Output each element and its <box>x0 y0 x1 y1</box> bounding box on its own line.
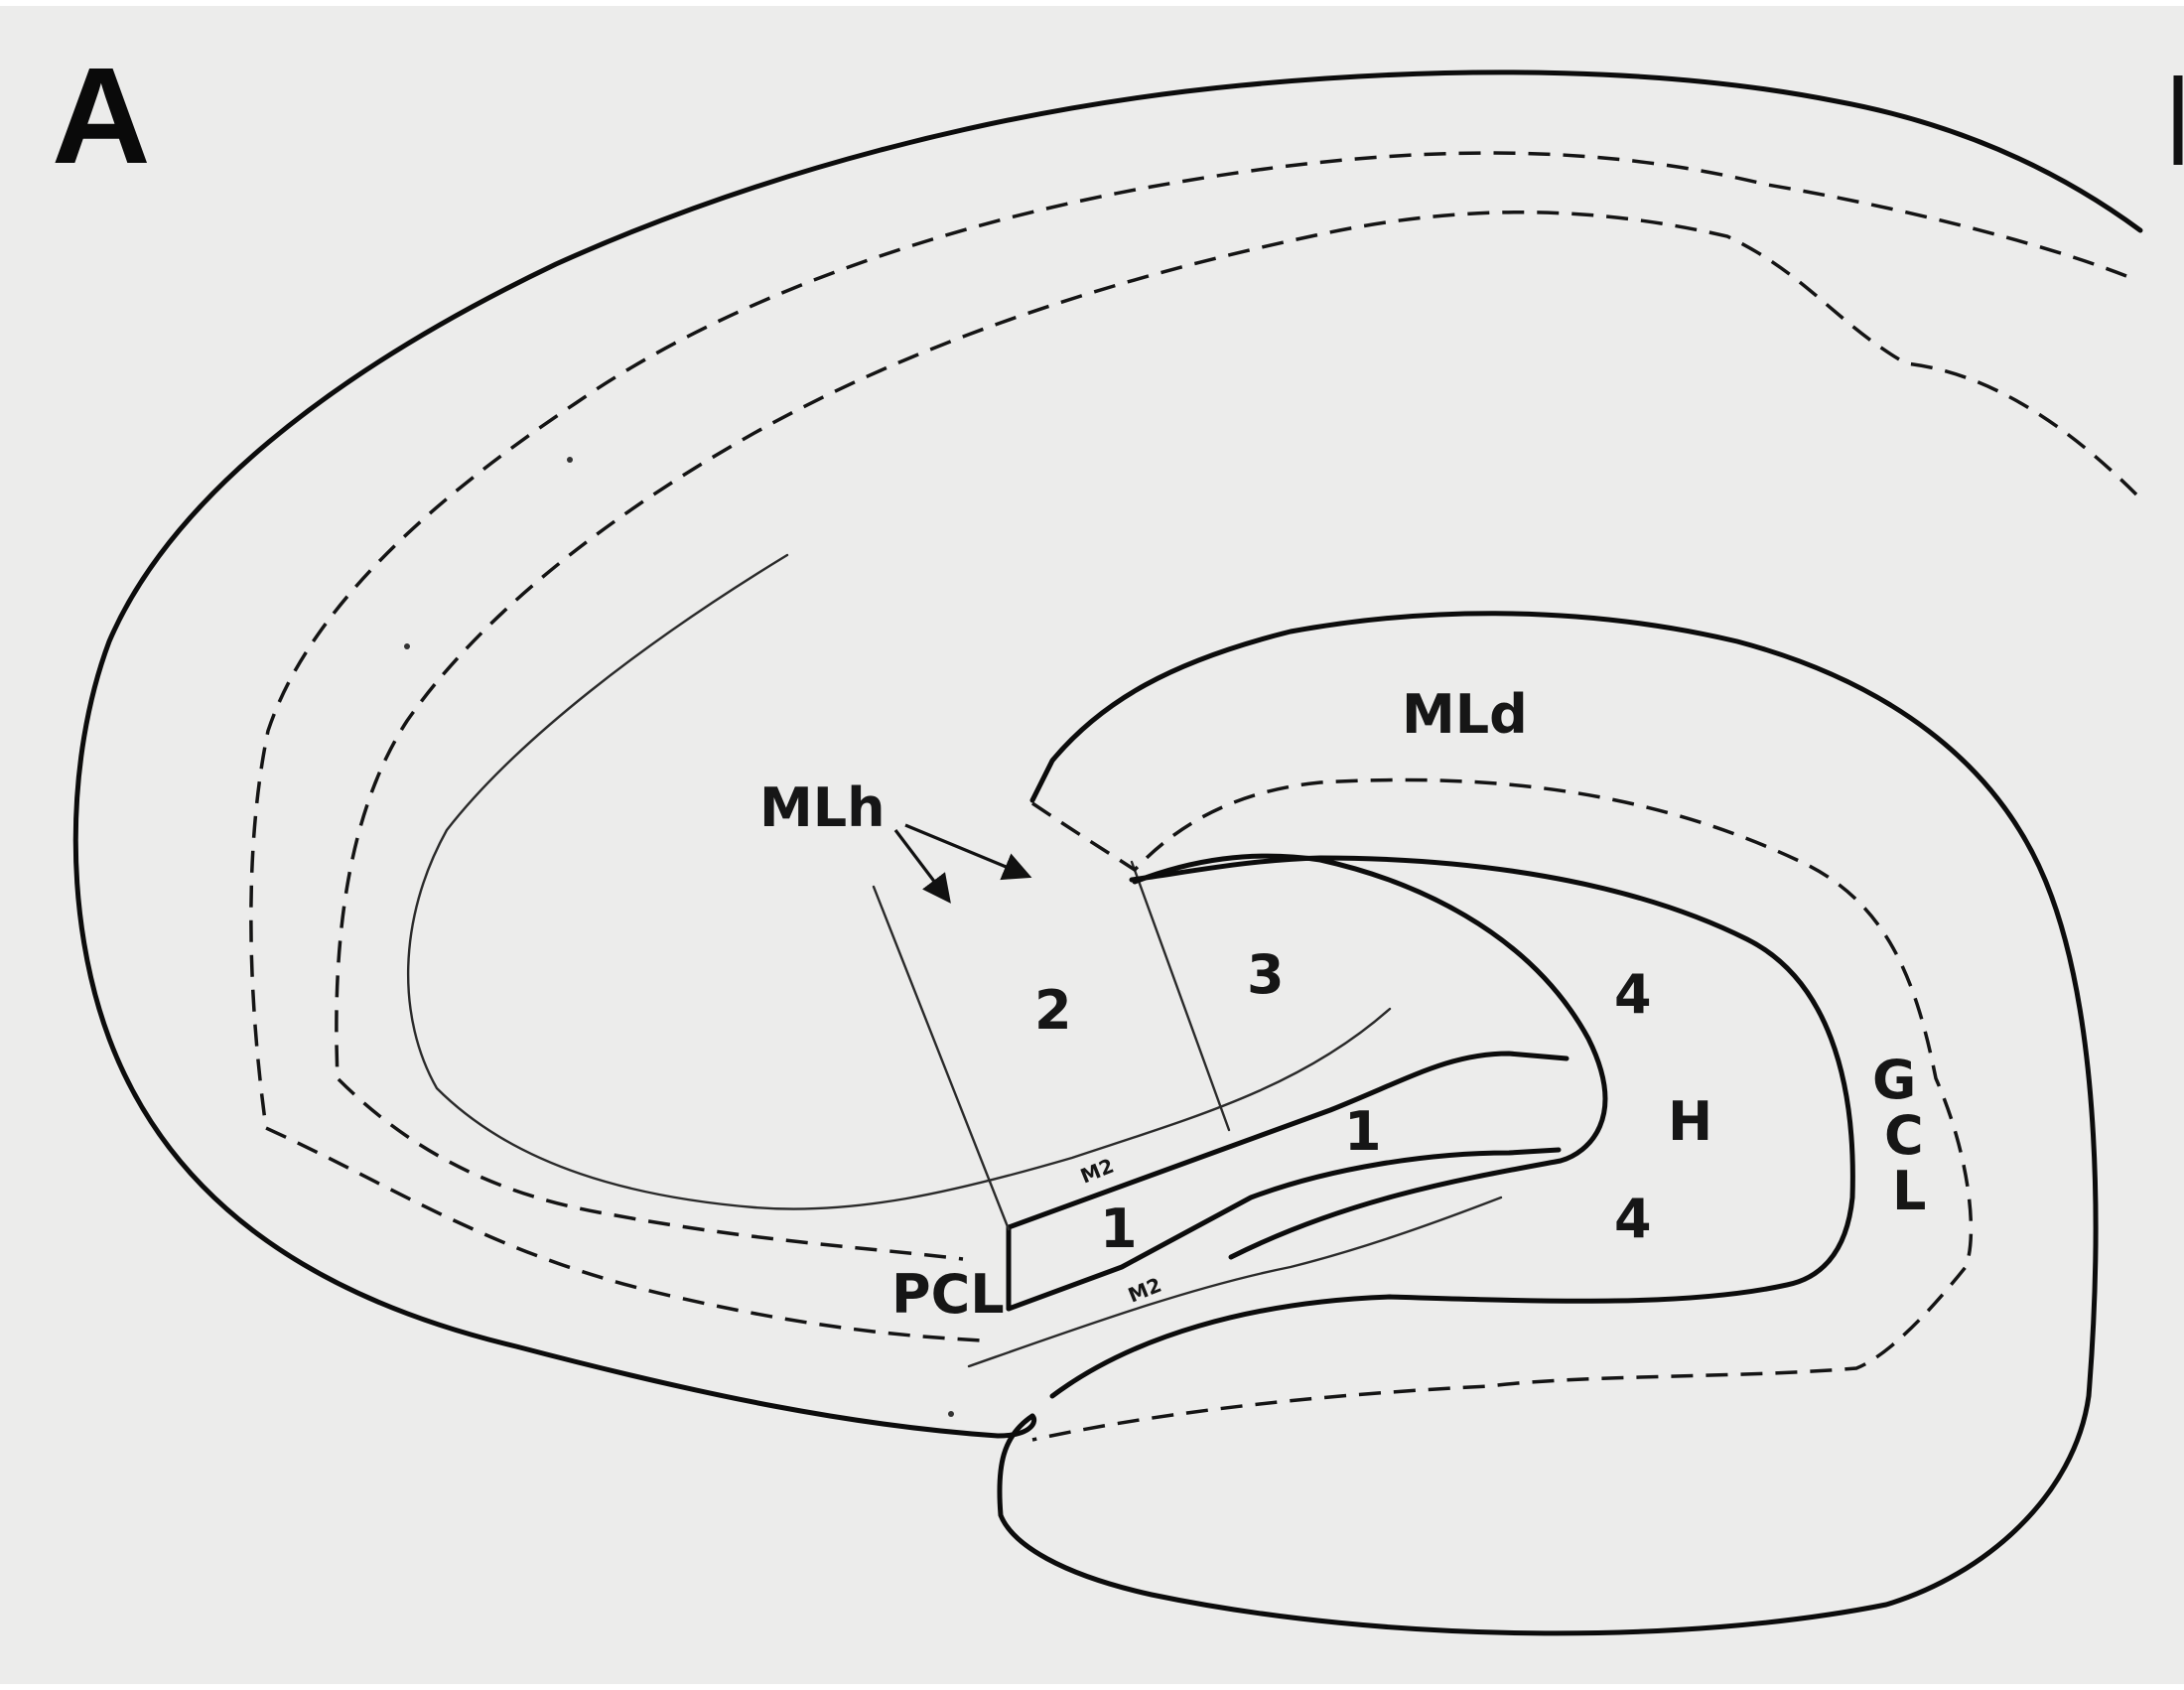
dentate-granule-inner <box>1132 853 1608 1260</box>
region-2-3-border <box>1130 860 1231 1132</box>
panel-letter: A <box>52 40 151 193</box>
mlh-arrow-right <box>904 823 1032 881</box>
speck <box>948 1411 954 1417</box>
label-region-3: 3 <box>1247 943 1285 1006</box>
pcl-lower-band <box>1006 1147 1562 1312</box>
dentate-molecular-dashed <box>1031 777 1974 1442</box>
dashed-layer-outer <box>249 151 2127 1342</box>
dentate-granule-outer <box>1049 855 1855 1399</box>
label-mlh: MLh <box>759 776 886 839</box>
label-region-2: 2 <box>1034 979 1072 1042</box>
label-hilus: H <box>1668 1090 1712 1153</box>
dashed-layer-inner <box>335 211 2138 1261</box>
label-gcl-g: G <box>1872 1049 1916 1111</box>
pcl-upper-band <box>1006 1051 1570 1230</box>
mlh-arrow-left <box>893 829 951 904</box>
speck <box>567 457 573 463</box>
label-gcl-c: C <box>1884 1104 1924 1167</box>
region-2-left-border <box>872 885 1011 1231</box>
label-pcl: PCL <box>891 1263 1005 1326</box>
dentate-gyrus-outer <box>997 611 2099 1636</box>
speck <box>404 643 410 649</box>
label-mld: MLd <box>1402 683 1528 746</box>
label-region-1-lower: 1 <box>1100 1197 1138 1260</box>
label-region-1-upper: 1 <box>1344 1100 1382 1163</box>
pyramidal-inner-line <box>406 553 1392 1210</box>
label-gcl-l: L <box>1892 1160 1926 1222</box>
lower-thin-line <box>967 1196 1503 1368</box>
hippocampus-diagram: A MLd MLh 2 3 4 H 4 1 1 PCL G C L M2 M2 <box>52 40 2183 1636</box>
outer-boundary <box>72 70 2143 1439</box>
label-small-upper: M2 <box>1077 1154 1117 1189</box>
label-region-4-lower: 4 <box>1614 1188 1652 1250</box>
label-region-4-upper: 4 <box>1614 963 1652 1026</box>
